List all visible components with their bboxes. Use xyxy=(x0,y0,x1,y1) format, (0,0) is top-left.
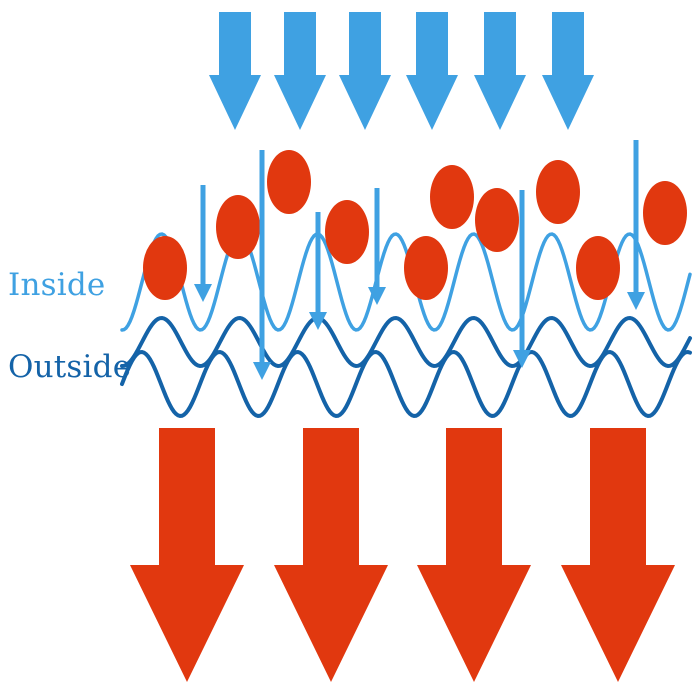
thin-arrow-6 xyxy=(627,140,645,310)
particle-8 xyxy=(536,160,580,224)
transmembrane-arrows xyxy=(194,140,645,380)
particle-5 xyxy=(404,236,448,300)
top-arrow-4 xyxy=(406,12,458,130)
particle-6 xyxy=(430,165,474,229)
inside-membrane-wave xyxy=(120,232,692,332)
thin-arrow-4 xyxy=(368,188,386,305)
thin-arrow-3 xyxy=(309,212,327,330)
top-inflow-arrows xyxy=(209,12,594,130)
particle-9 xyxy=(576,236,620,300)
particle-3 xyxy=(267,150,311,214)
bottom-outflow-arrows xyxy=(130,428,675,682)
top-arrow-2 xyxy=(274,12,326,130)
particle-7 xyxy=(475,188,519,252)
top-arrow-3 xyxy=(339,12,391,130)
thin-arrow-1 xyxy=(194,185,212,302)
red-arrow-2 xyxy=(274,428,388,682)
red-arrow-1 xyxy=(130,428,244,682)
top-arrow-1 xyxy=(209,12,261,130)
top-arrow-6 xyxy=(542,12,594,130)
outside-label: Outside xyxy=(8,349,132,385)
thin-arrow-5 xyxy=(513,190,531,368)
outside-membrane-wave xyxy=(120,316,692,368)
red-particles xyxy=(143,150,687,300)
bottom-membrane-wave xyxy=(120,349,692,419)
red-arrow-4 xyxy=(561,428,675,682)
red-arrow-3 xyxy=(417,428,531,682)
particle-10 xyxy=(643,181,687,245)
top-arrow-5 xyxy=(474,12,526,130)
particle-4 xyxy=(325,200,369,264)
inside-label: Inside xyxy=(8,267,106,303)
particle-1 xyxy=(143,236,187,300)
particle-2 xyxy=(216,195,260,259)
thin-arrow-2 xyxy=(253,150,271,380)
